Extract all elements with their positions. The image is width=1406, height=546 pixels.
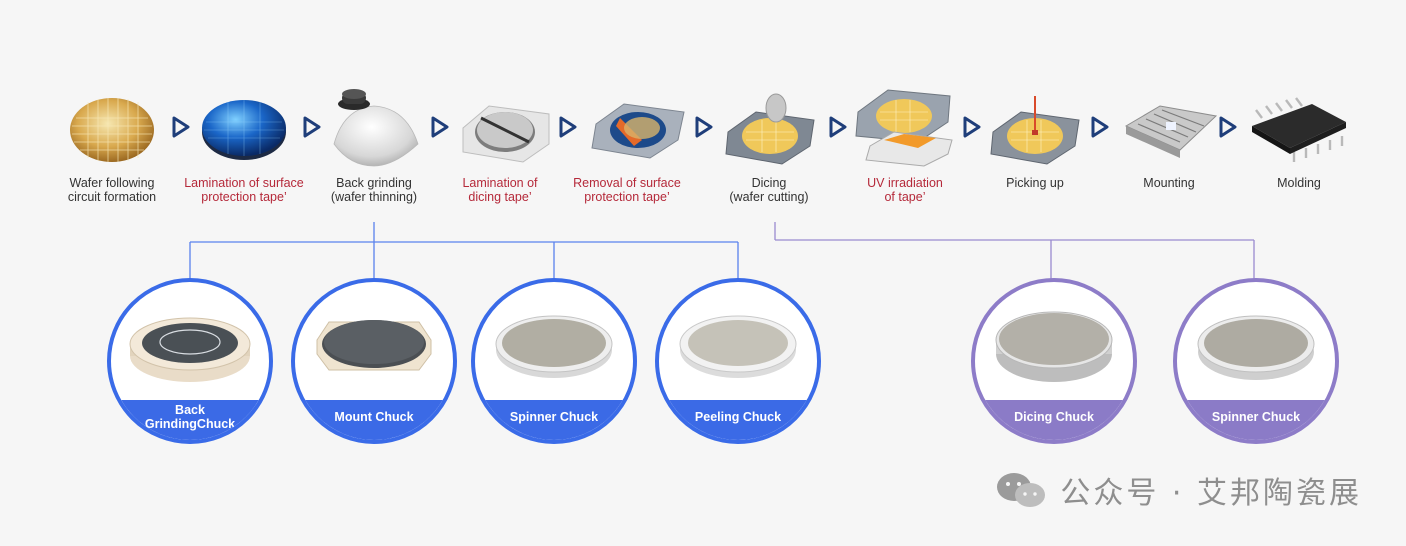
chuck-name-band: Peeling Chuck: [659, 400, 817, 440]
watermark-text: 公众号 · 艾邦陶瓷展: [1060, 476, 1362, 511]
chuck-name-band: Back GrindingChuck: [111, 400, 269, 440]
tape-removal-icon: [591, 103, 685, 159]
chuck-name-band: Spinner Chuck: [475, 400, 633, 440]
step-label-7: UV irradiation of tape’: [867, 176, 943, 204]
back-grinding-chuck-image: [129, 317, 251, 382]
arrow-icon: [1090, 116, 1110, 138]
lead-frame-icon: [1124, 105, 1218, 158]
step-dicing-tape-icon: [445, 88, 565, 168]
chuck-name-band: Spinner Chuck: [1177, 400, 1335, 440]
step-wafer-icon: [52, 88, 172, 168]
step-tape-icon: [184, 88, 304, 168]
uv-irradiation-icon: [855, 89, 953, 167]
back-grinding-chuck: Back GrindingChuck: [107, 278, 273, 444]
step-label-2: Lamination of surface protection tape’: [184, 176, 304, 204]
arrow-icon: [558, 116, 578, 138]
spinner-chuck-dicing: Spinner Chuck: [1173, 278, 1339, 444]
taped-wafer-icon: [202, 100, 286, 160]
wechat-icon: [997, 473, 1046, 507]
step-dicing-icon: [710, 88, 830, 168]
step-pickup-icon: [975, 88, 1095, 168]
chuck-name-band: Mount Chuck: [295, 400, 453, 440]
pick-up-icon: [990, 96, 1080, 165]
step-grinding-icon: [314, 88, 434, 168]
step-uv-icon: [844, 88, 964, 168]
chuck-name: Dicing Chuck: [1014, 410, 1094, 424]
arrow-icon: [430, 116, 450, 138]
mount-chuck: Mount Chuck: [291, 278, 457, 444]
chuck-name: Spinner Chuck: [1211, 410, 1301, 424]
peeling-chuck: Peeling Chuck: [655, 278, 821, 444]
dicing-tape-frame-icon: [462, 105, 550, 163]
grinding-wheel-icon: [333, 89, 419, 167]
dicing-blade-icon: [725, 93, 815, 165]
step-label-3: Back grinding (wafer thinning): [330, 176, 418, 204]
watermark: 公众号 · 艾邦陶瓷展: [994, 470, 1362, 511]
arrow-icon: [1218, 116, 1238, 138]
step-label-6: Dicing (wafer cutting): [729, 176, 809, 204]
step-label-8: Picking up: [1006, 176, 1064, 190]
arrow-icon: [302, 116, 322, 138]
chuck-name: Peeling Chuck: [694, 410, 782, 424]
arrow-icon: [694, 116, 714, 138]
step-label-4: Lamination of dicing tape’: [462, 176, 538, 204]
dicing-chuck: Dicing Chuck: [971, 278, 1137, 444]
step-removal-icon: [576, 88, 696, 168]
arrow-icon: [962, 116, 982, 138]
mount-chuck-image: [316, 320, 432, 371]
step-label-9: Mounting: [1143, 176, 1195, 190]
step-label-10: Molding: [1277, 176, 1321, 190]
step-label-5: Removal of surface protection tape’: [573, 176, 681, 204]
molded-chip-icon: [1252, 97, 1346, 162]
chuck-name: Spinner Chuck: [509, 410, 599, 424]
arrow-icon: [828, 116, 848, 138]
peeling-chuck-image: [679, 315, 797, 378]
spinner-chuck: Spinner Chuck: [471, 278, 637, 444]
arrow-icon: [171, 116, 191, 138]
dicing-chuck-image: [995, 311, 1113, 382]
chuck-name: Mount Chuck: [334, 410, 414, 424]
patterned-wafer-icon: [70, 98, 154, 162]
spinner-chuck-image: [495, 315, 613, 378]
chuck-name: Back GrindingChuck: [144, 403, 236, 431]
step-mounting-icon: [1108, 88, 1228, 168]
spinner-chuck-dicing-image: [1197, 315, 1315, 380]
step-label-1: Wafer following circuit formation: [67, 176, 157, 204]
chuck-name-band: Dicing Chuck: [975, 400, 1133, 440]
step-molding-icon: [1238, 88, 1358, 168]
